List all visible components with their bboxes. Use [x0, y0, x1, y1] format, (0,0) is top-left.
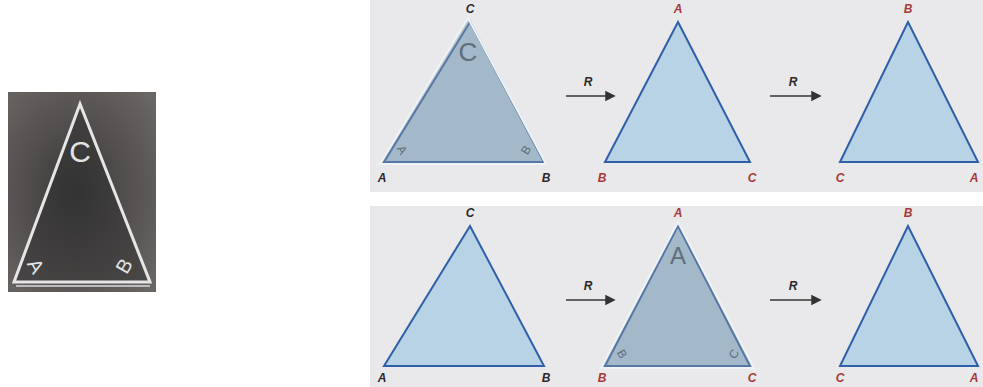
vertex-label: A	[674, 207, 683, 219]
engraved-letter: C	[69, 137, 91, 167]
triangle	[384, 226, 544, 366]
vertex-label: B	[542, 172, 551, 184]
arrow-head	[812, 92, 820, 100]
vertex-label: A	[378, 172, 387, 184]
vertex-label: C	[836, 172, 845, 184]
plastic-edge	[16, 285, 150, 287]
engraved-letter: C	[459, 39, 478, 65]
triangle	[840, 226, 978, 366]
engraved-letter: A	[670, 244, 686, 268]
plastic-triangle	[380, 18, 546, 164]
vertex-label: C	[748, 372, 757, 384]
panel	[370, 0, 983, 192]
vertex-label: A	[970, 172, 979, 184]
arrow	[566, 95, 610, 97]
vertex-label: B	[904, 207, 913, 219]
vertex-label: B	[598, 372, 607, 384]
vertex-label: C	[748, 172, 757, 184]
arrow-head	[606, 296, 614, 304]
vertex-label: B	[904, 3, 913, 15]
rotation-label: R	[789, 76, 798, 88]
photo-ground	[8, 92, 156, 292]
vertex-label: C	[836, 372, 845, 384]
arrow-head	[606, 92, 614, 100]
arrow	[566, 299, 610, 301]
arrow	[770, 299, 816, 301]
vertex-label: C	[466, 207, 475, 219]
panel	[370, 206, 983, 387]
vertex-label: A	[674, 3, 683, 15]
triangle	[840, 22, 978, 162]
rotation-label: R	[584, 280, 593, 292]
rotation-label: R	[789, 280, 798, 292]
arrow-head	[812, 296, 820, 304]
vertex-label: B	[542, 372, 551, 384]
arrow	[770, 95, 816, 97]
plastic-triangle	[14, 104, 150, 282]
vertex-label: C	[466, 3, 475, 15]
plastic-triangle	[601, 222, 754, 368]
vertex-label: A	[378, 372, 387, 384]
rotation-label: R	[584, 76, 593, 88]
triangle	[605, 22, 750, 162]
vertex-label: B	[598, 172, 607, 184]
vertex-label: A	[970, 372, 979, 384]
